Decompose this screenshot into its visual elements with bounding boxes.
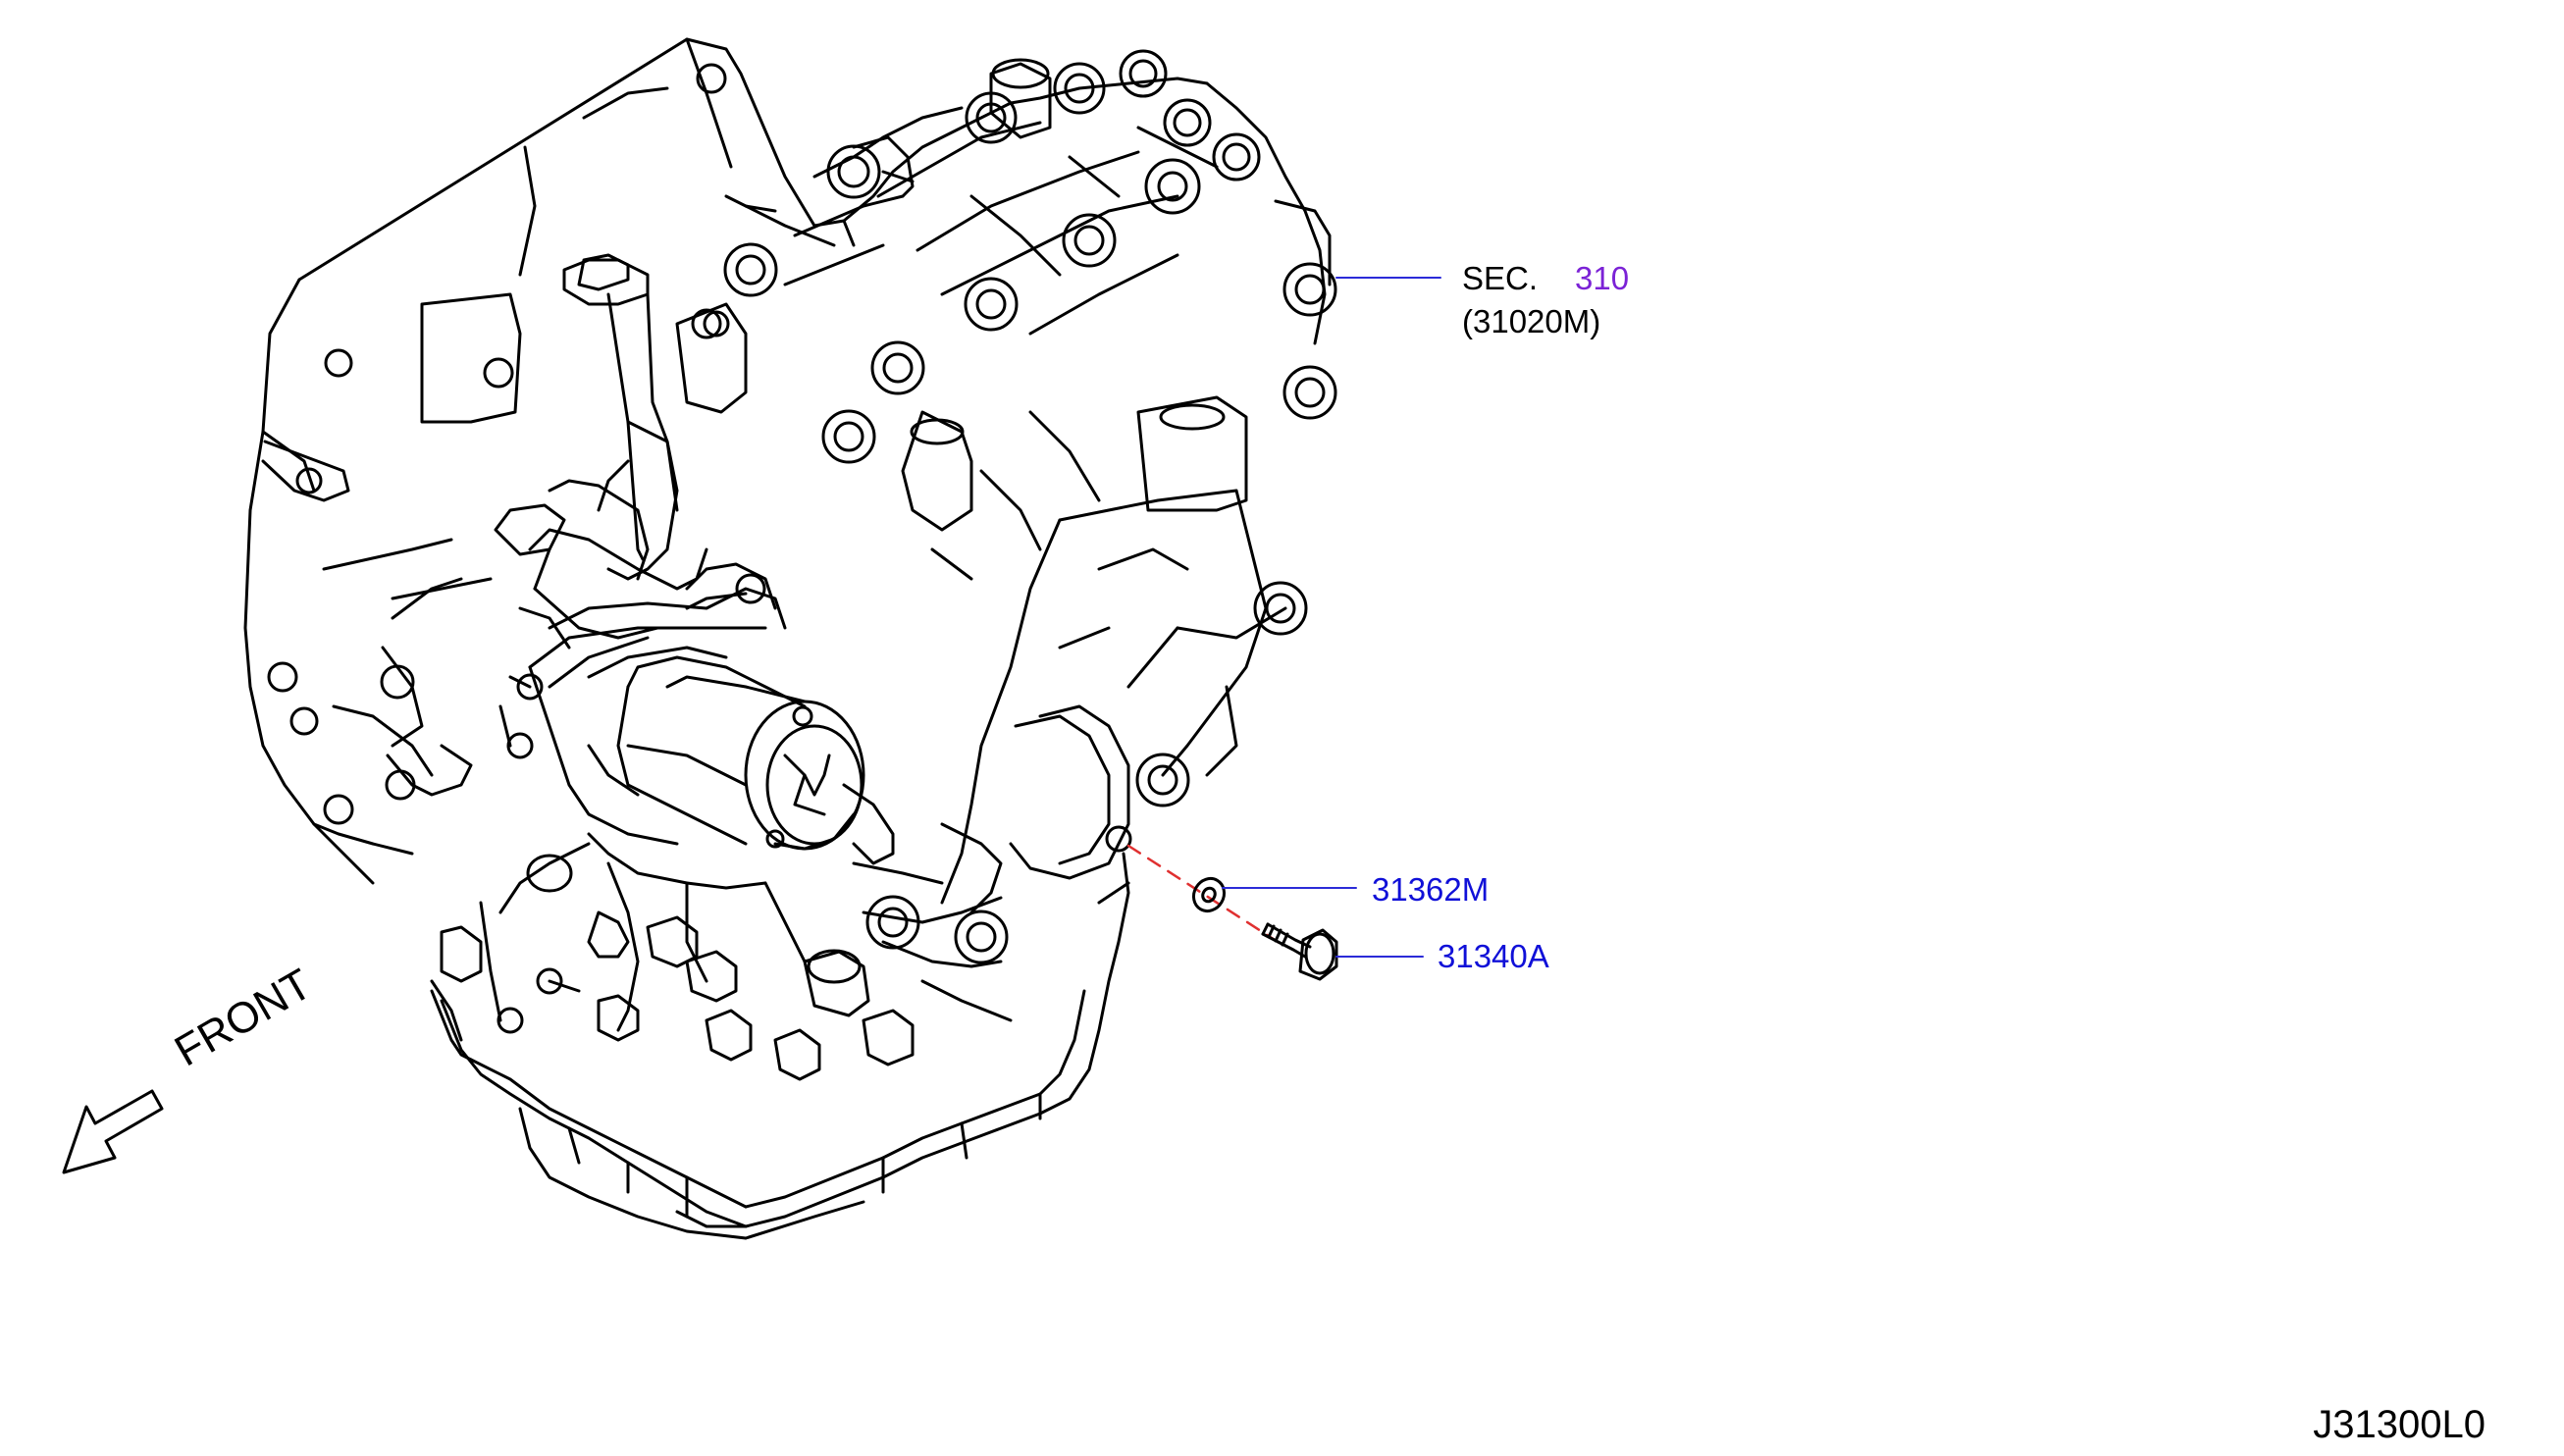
- side-cover: [901, 81, 1337, 905]
- drain-plug-bolt: [1261, 922, 1338, 981]
- valve-body: [430, 832, 1013, 1081]
- drain-gasket: [1191, 876, 1227, 913]
- part-link-31362m[interactable]: 31362M: [1372, 871, 1490, 908]
- converter-housing: [243, 37, 856, 885]
- oil-pan: [430, 852, 1130, 1240]
- center-structure: [494, 253, 777, 640]
- solenoid-assembly: [498, 587, 895, 865]
- side-boss: [852, 704, 1132, 964]
- sec-subref-label: (31020M): [1462, 303, 1601, 339]
- part-link-31340a[interactable]: 31340A: [1438, 938, 1549, 974]
- drain-axis-dashed: [1126, 844, 1287, 949]
- sec-310-link[interactable]: 310: [1575, 260, 1630, 296]
- front-arrow-icon: [62, 1089, 164, 1174]
- sec-prefix-label: SEC.: [1462, 260, 1539, 296]
- case-top: [691, 49, 1261, 464]
- diagram-code: J31300L0: [2313, 1403, 2486, 1446]
